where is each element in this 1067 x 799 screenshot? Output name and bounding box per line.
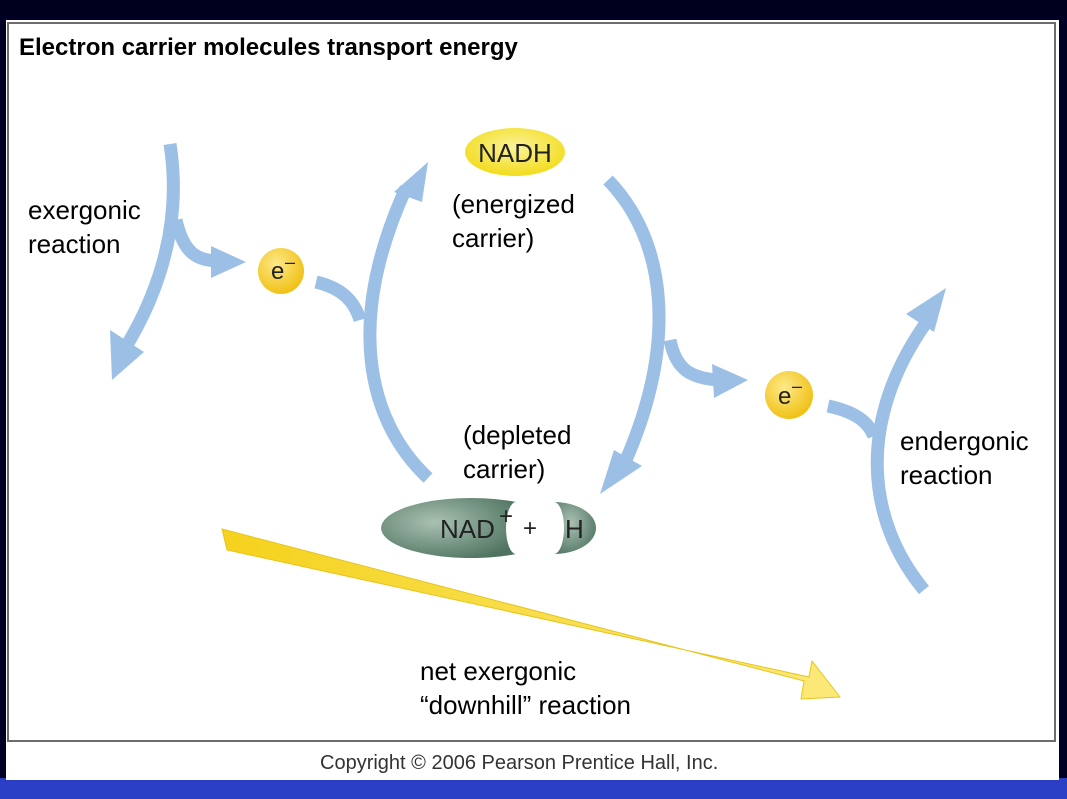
electron-right-charge: – — [792, 376, 802, 396]
slide: e – NADH e – — [6, 20, 1059, 780]
endergonic-reaction-arrows — [826, 316, 934, 595]
depleted-label-line1: (depleted — [463, 420, 572, 450]
plus-sign: + — [523, 515, 537, 542]
slide-title: Electron carrier molecules transport ene… — [19, 34, 518, 61]
depleted-label-line2: carrier) — [463, 454, 546, 484]
exergonic-label-line2: reaction — [28, 229, 121, 259]
carrier-discharging-arrows — [603, 175, 719, 463]
nadh-molecule: NADH — [465, 128, 565, 176]
endergonic-label-line1: endergonic — [900, 426, 1029, 456]
endergonic-label-line2: reaction — [900, 460, 993, 490]
copyright-notice: Copyright © 2006 Pearson Prentice Hall, … — [320, 752, 719, 774]
top-bar — [0, 0, 1067, 16]
exergonic-reaction-arrows — [118, 142, 219, 354]
diagram-canvas: e – NADH e – — [110, 128, 946, 700]
to-nadh-arrowhead — [394, 162, 428, 202]
nad-plus-h-molecule: NAD + + H — [381, 498, 596, 558]
electron-right-symbol: e — [778, 383, 791, 410]
electron-right: e – — [765, 371, 813, 419]
electron-left-charge: – — [285, 252, 295, 272]
nad-plus-charge: + — [499, 503, 513, 530]
endergonic-up-arrowhead — [906, 288, 946, 332]
to-right-electron-arrowhead — [712, 364, 748, 398]
energized-label-line1: (energized — [452, 189, 575, 219]
hydrogen-label: H — [565, 514, 584, 544]
to-nad-arrowhead — [600, 450, 642, 494]
hydrogen-half — [554, 502, 596, 554]
electron-left-symbol: e — [271, 258, 284, 285]
nad-plus-half — [381, 498, 516, 558]
electron-left: e – — [258, 248, 304, 294]
bottom-bar — [0, 778, 1067, 799]
carrier-charging-arrows — [314, 185, 433, 483]
exergonic-to-electron-arrowhead — [211, 246, 246, 278]
net-exergonic-arrow — [221, 528, 841, 700]
net-exergonic-label-line2: “downhill” reaction — [420, 690, 631, 720]
nad-label: NAD — [440, 514, 495, 544]
exergonic-down-arrowhead — [110, 330, 144, 380]
diagram-frame — [7, 22, 1056, 742]
net-exergonic-label-line1: net exergonic — [420, 656, 577, 686]
exergonic-label-line1: exergonic — [28, 195, 141, 225]
energized-label-line2: carrier) — [452, 223, 535, 253]
nadh-label: NADH — [478, 138, 552, 168]
